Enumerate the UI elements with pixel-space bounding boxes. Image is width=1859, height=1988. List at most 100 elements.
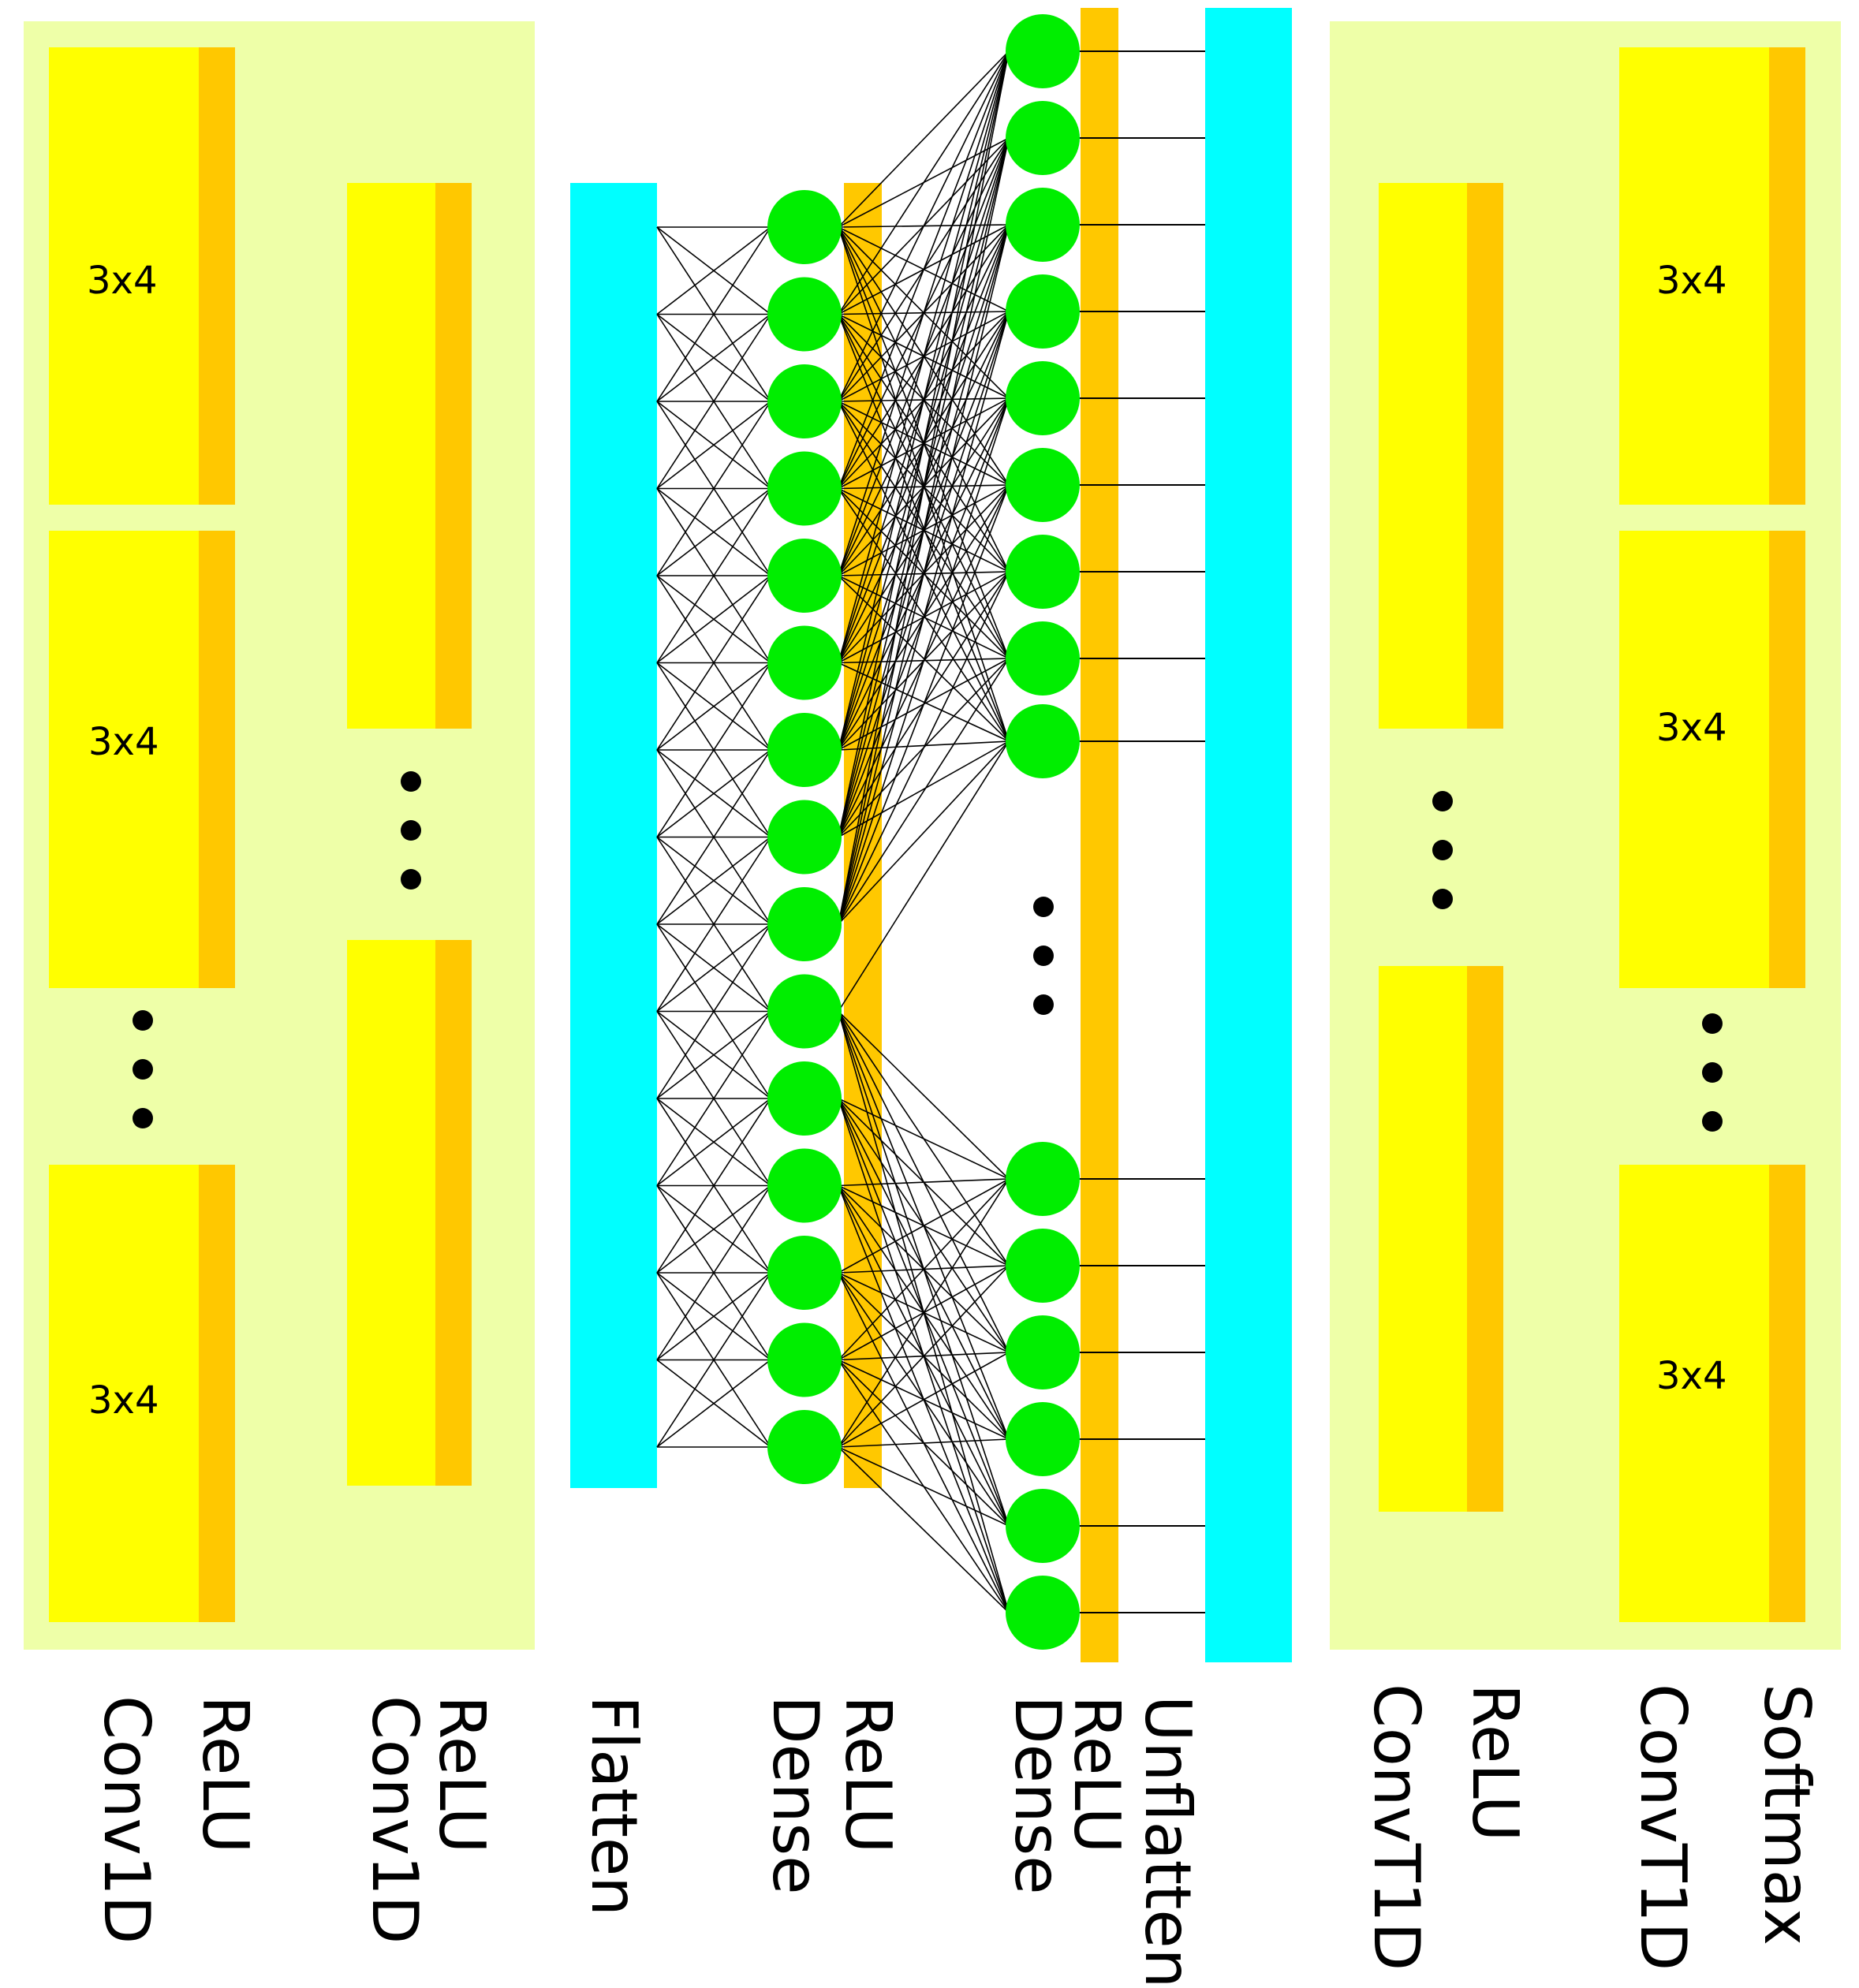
conv1d-feature-map <box>347 940 435 1486</box>
ellipsis-dot <box>1033 897 1054 917</box>
neuron <box>1006 1315 1080 1389</box>
relu-activation-strip <box>199 1165 235 1622</box>
ellipsis-dot <box>1702 1111 1723 1132</box>
neuron <box>767 974 842 1049</box>
ellipsis-dot <box>133 1108 153 1128</box>
connection-line <box>838 1178 1010 1361</box>
kernel-size-label: 3x4 <box>1656 1354 1727 1398</box>
connection-line <box>838 311 1010 925</box>
ellipsis-dot <box>1033 994 1054 1015</box>
ellipsis-dot <box>401 771 421 792</box>
connection-line <box>838 50 1010 925</box>
connection-line <box>838 137 1010 925</box>
connection-line <box>656 1272 771 1448</box>
connection-line <box>838 1352 1010 1448</box>
neuron <box>1006 535 1080 609</box>
connection-line <box>656 923 771 1099</box>
connection-line <box>838 1446 1010 1613</box>
neuron <box>767 539 842 613</box>
layer-label-conv1d: Conv1D <box>90 1695 163 1945</box>
connection-line <box>838 484 1010 925</box>
ellipsis-dot <box>1702 1013 1723 1034</box>
connection-line <box>838 1098 1010 1180</box>
connection-line <box>838 740 1010 838</box>
neuron <box>1006 101 1080 175</box>
connection-line <box>656 575 771 751</box>
layer-label-dense: Dense <box>1001 1695 1074 1895</box>
connection-line <box>838 401 1010 742</box>
connection-line <box>656 837 771 1012</box>
ellipsis-dot <box>1432 840 1453 860</box>
neuron <box>1006 14 1080 88</box>
connection-line <box>838 1265 1010 1448</box>
connection-line <box>838 50 1010 576</box>
connection-line <box>656 1011 771 1186</box>
connection-line <box>656 1184 771 1274</box>
neuron <box>1006 448 1080 522</box>
unflatten-bar <box>1205 8 1292 1662</box>
neuron <box>767 713 842 787</box>
flatten-bar <box>570 183 657 1488</box>
connection-line <box>838 662 1010 742</box>
connection-line <box>656 1098 771 1274</box>
connection-line <box>838 50 1010 837</box>
connection-line <box>838 224 1010 925</box>
ellipsis-dot <box>401 869 421 890</box>
layer-label-relu: ReLU <box>831 1695 905 1854</box>
neuron <box>767 364 842 438</box>
relu-activation-strip <box>1081 8 1118 1662</box>
connection-line <box>838 658 1010 925</box>
connection-line <box>838 571 1010 925</box>
connection-line <box>838 50 1010 663</box>
connection-line <box>656 1098 771 1187</box>
layer-label-convt1d: ConvT1D <box>1360 1684 1433 1971</box>
neuron <box>767 800 842 875</box>
neuron <box>1006 621 1080 696</box>
connection-line <box>656 1272 771 1361</box>
connection-line <box>838 1438 1010 1448</box>
connection-line <box>838 50 1010 228</box>
relu-activation-strip <box>1467 183 1503 729</box>
connection-line <box>656 401 771 576</box>
connection-line <box>656 575 771 664</box>
layer-label-softmax: Softmax <box>1750 1684 1824 1946</box>
convt1d-feature-map <box>1619 1165 1769 1622</box>
conv1d-feature-map <box>49 1165 199 1622</box>
connection-line <box>656 749 771 925</box>
layer-label-conv1d: Conv1D <box>358 1695 431 1945</box>
neuron <box>767 451 842 526</box>
connection-line <box>838 226 1010 742</box>
layer-label-relu: ReLU <box>1060 1695 1133 1854</box>
neuron <box>1006 1489 1080 1563</box>
connection-line <box>838 50 1010 489</box>
connection-line <box>656 923 771 1013</box>
connection-line <box>838 314 1010 742</box>
connection-line <box>838 740 1010 925</box>
convt1d-feature-map <box>1619 47 1769 505</box>
layer-label-relu: ReLU <box>1458 1684 1532 1842</box>
kernel-size-label: 3x4 <box>1656 706 1727 750</box>
softmax-activation-strip <box>1769 531 1805 988</box>
layer-label-relu: ReLU <box>425 1695 498 1854</box>
connection-line <box>656 226 771 402</box>
kernel-size-label: 3x4 <box>1656 259 1727 303</box>
connection-line <box>838 50 1010 751</box>
neuron <box>1006 274 1080 349</box>
convt1d-feature-map <box>1379 183 1467 729</box>
connection-line <box>656 401 771 490</box>
ellipsis-dot <box>1033 946 1054 966</box>
softmax-activation-strip <box>1769 47 1805 505</box>
connection-line <box>656 226 771 315</box>
connection-line <box>838 740 1010 1012</box>
neuron <box>767 625 842 700</box>
layer-label-unflatten: Unflatten <box>1131 1695 1204 1988</box>
connection-line <box>838 1178 1010 1274</box>
connection-line <box>656 662 771 751</box>
connection-line <box>656 836 771 925</box>
ellipsis-dot <box>1702 1062 1723 1083</box>
relu-activation-strip <box>1467 966 1503 1512</box>
connection-line <box>656 313 771 402</box>
layer-label-dense: Dense <box>759 1695 832 1895</box>
convt1d-feature-map <box>1619 531 1769 988</box>
relu-activation-strip <box>435 940 472 1486</box>
